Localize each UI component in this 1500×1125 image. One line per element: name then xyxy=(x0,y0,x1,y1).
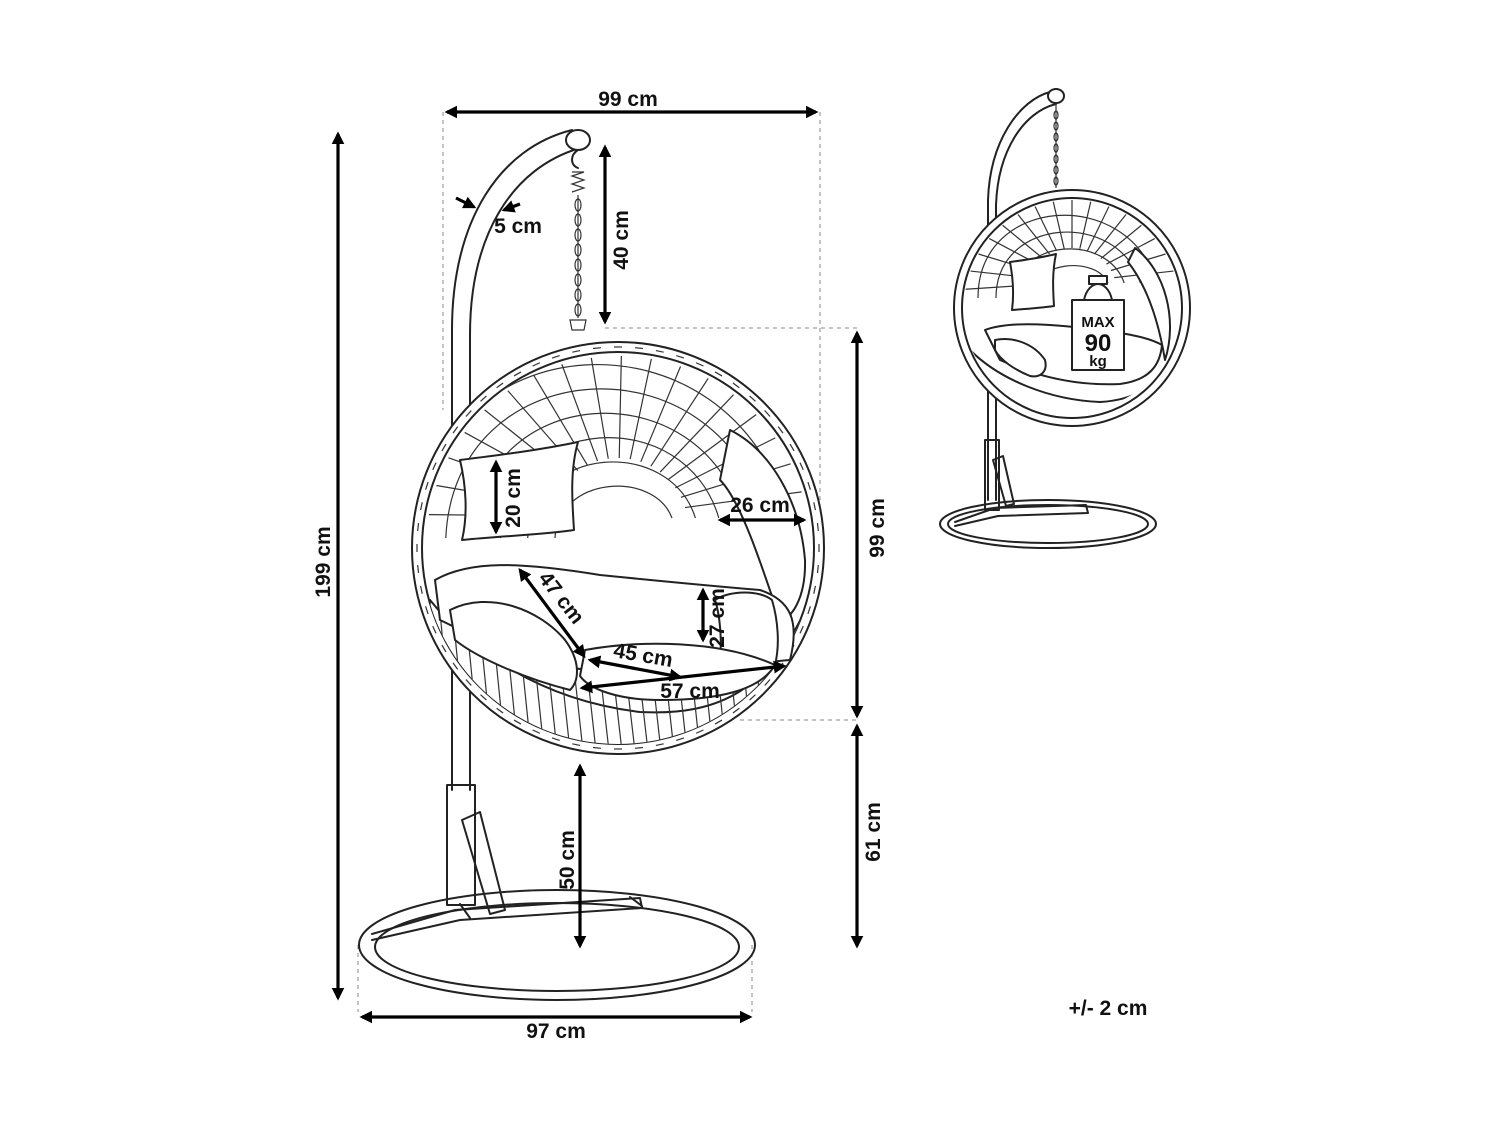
label-side-opening: 26 cm xyxy=(730,494,790,517)
dimension-arrows xyxy=(331,105,864,1024)
guide-lines xyxy=(357,112,860,1012)
stand-frame xyxy=(446,129,591,915)
tolerance-note: +/- 2 cm xyxy=(1069,997,1148,1020)
small-chair-drawing: MAX 90 kg xyxy=(939,88,1191,549)
stand-base xyxy=(358,889,756,1001)
label-base-width: 97 cm xyxy=(526,1020,586,1043)
rim-weave xyxy=(416,346,820,750)
label-ground-seat: 50 cm xyxy=(556,830,579,890)
label-ground-basket: 61 cm xyxy=(862,802,885,862)
label-cushion-height: 20 cm xyxy=(502,468,525,528)
label-total-width: 99 cm xyxy=(598,88,658,111)
label-total-height: 199 cm xyxy=(312,526,335,597)
arrow-seat-width xyxy=(579,660,787,694)
dimension-labels: 99 cm 5 cm 40 cm 199 cm 20 cm 26 cm 99 c… xyxy=(312,88,889,1043)
arrow-tube-left xyxy=(455,196,477,209)
max-weight-badge: MAX 90 kg xyxy=(1071,275,1125,371)
label-back-cushion: 27 cm xyxy=(706,588,729,648)
weight-value: 90 xyxy=(1085,330,1112,357)
weight-label: MAX xyxy=(1081,314,1114,331)
label-chain-length: 40 cm xyxy=(610,210,633,270)
small-chain-links xyxy=(1053,110,1059,186)
arrow-seat-depth xyxy=(518,567,586,659)
chain-links xyxy=(574,198,582,317)
arrow-tube-right xyxy=(501,200,521,213)
weight-unit: kg xyxy=(1089,353,1107,370)
label-seat-width: 57 cm xyxy=(660,680,720,703)
label-basket-height: 99 cm xyxy=(866,498,889,558)
large-chair-drawing xyxy=(357,112,860,1012)
wicker-basket xyxy=(411,341,825,755)
label-tube-diameter: 5 cm xyxy=(494,215,542,238)
